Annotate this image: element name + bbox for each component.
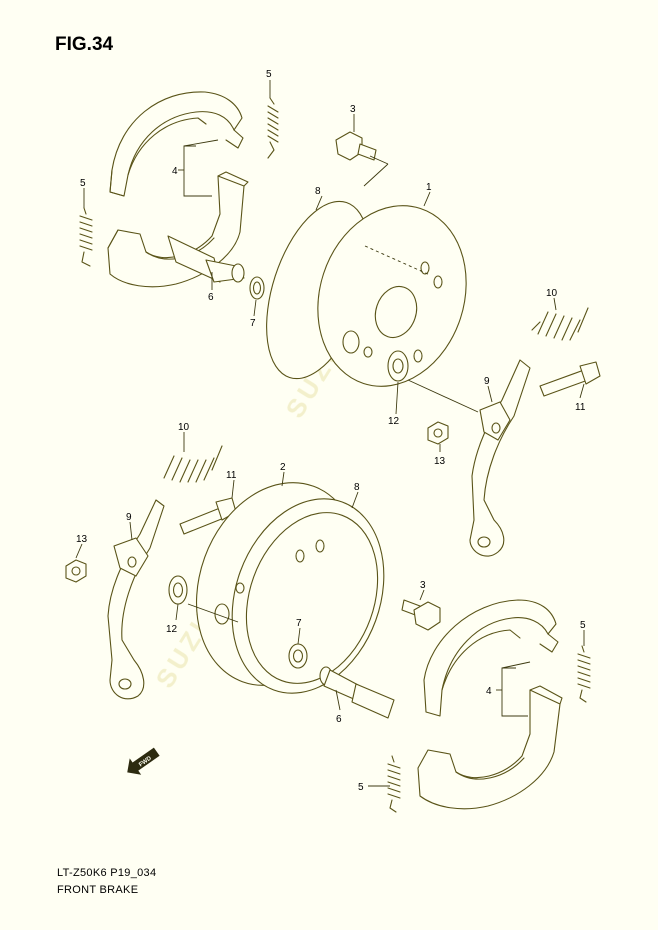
callout-numbers: 5 3 1 8 4 5 6 7 10 9 11 12 13 10 2 8 11 … — [76, 69, 586, 793]
callout-10: 10 — [546, 288, 558, 299]
spring-lower-right — [577, 645, 591, 703]
callout-4: 4 — [486, 686, 492, 697]
nut-upper — [427, 421, 449, 445]
brake-panel-lower — [195, 482, 385, 694]
brake-shoe-lower-b — [417, 685, 563, 810]
callout-13: 13 — [76, 534, 88, 545]
callout-5: 5 — [80, 178, 86, 189]
bolt-11-upper — [539, 361, 601, 397]
callout-3: 3 — [350, 104, 356, 115]
figure-caption: FRONT BRAKE — [57, 884, 139, 896]
washer-12-lower — [168, 575, 188, 605]
callout-9: 9 — [484, 376, 490, 387]
callout-1: 1 — [426, 182, 432, 193]
cam-shaft-lower — [319, 666, 395, 719]
callout-11: 11 — [226, 470, 237, 481]
callout-6: 6 — [336, 714, 342, 725]
callout-3: 3 — [420, 580, 426, 591]
spring-lower-left — [387, 755, 401, 813]
callout-12: 12 — [166, 624, 178, 635]
spring-10-lower — [163, 445, 223, 483]
bolt-upper — [335, 131, 377, 161]
callout-5: 5 — [358, 782, 364, 793]
callout-4: 4 — [172, 166, 178, 177]
brake-panel-upper — [266, 200, 467, 387]
brake-shoe-lower-a — [423, 599, 559, 717]
callout-7: 7 — [250, 318, 256, 329]
spring-10-upper — [531, 307, 589, 341]
callout-11: 11 — [575, 402, 586, 413]
nut-lower — [65, 559, 87, 583]
spring-upper-left — [79, 207, 93, 267]
brake-lever-upper — [469, 359, 531, 557]
callout-7: 7 — [296, 618, 302, 629]
callout-13: 13 — [434, 456, 446, 467]
callout-6: 6 — [208, 292, 214, 303]
callout-9: 9 — [126, 512, 132, 523]
fwd-direction-arrow: FWD — [127, 747, 160, 775]
spring-upper-right — [267, 97, 279, 159]
figure-title: FIG.34 — [55, 34, 114, 55]
washer-upper — [249, 276, 265, 300]
callout-5: 5 — [266, 69, 272, 80]
callout-8: 8 — [315, 186, 321, 197]
brake-shoe-upper-a — [109, 91, 244, 197]
callout-2: 2 — [280, 462, 286, 473]
cam-shaft-upper — [167, 235, 245, 283]
callout-12: 12 — [388, 416, 400, 427]
leader-lines — [75, 80, 585, 787]
callout-8: 8 — [354, 482, 360, 493]
callout-5: 5 — [580, 620, 586, 631]
callout-10: 10 — [178, 422, 190, 433]
bolt-lower — [401, 599, 441, 631]
figure-code: LT-Z50K6 P19_034 — [57, 867, 157, 879]
